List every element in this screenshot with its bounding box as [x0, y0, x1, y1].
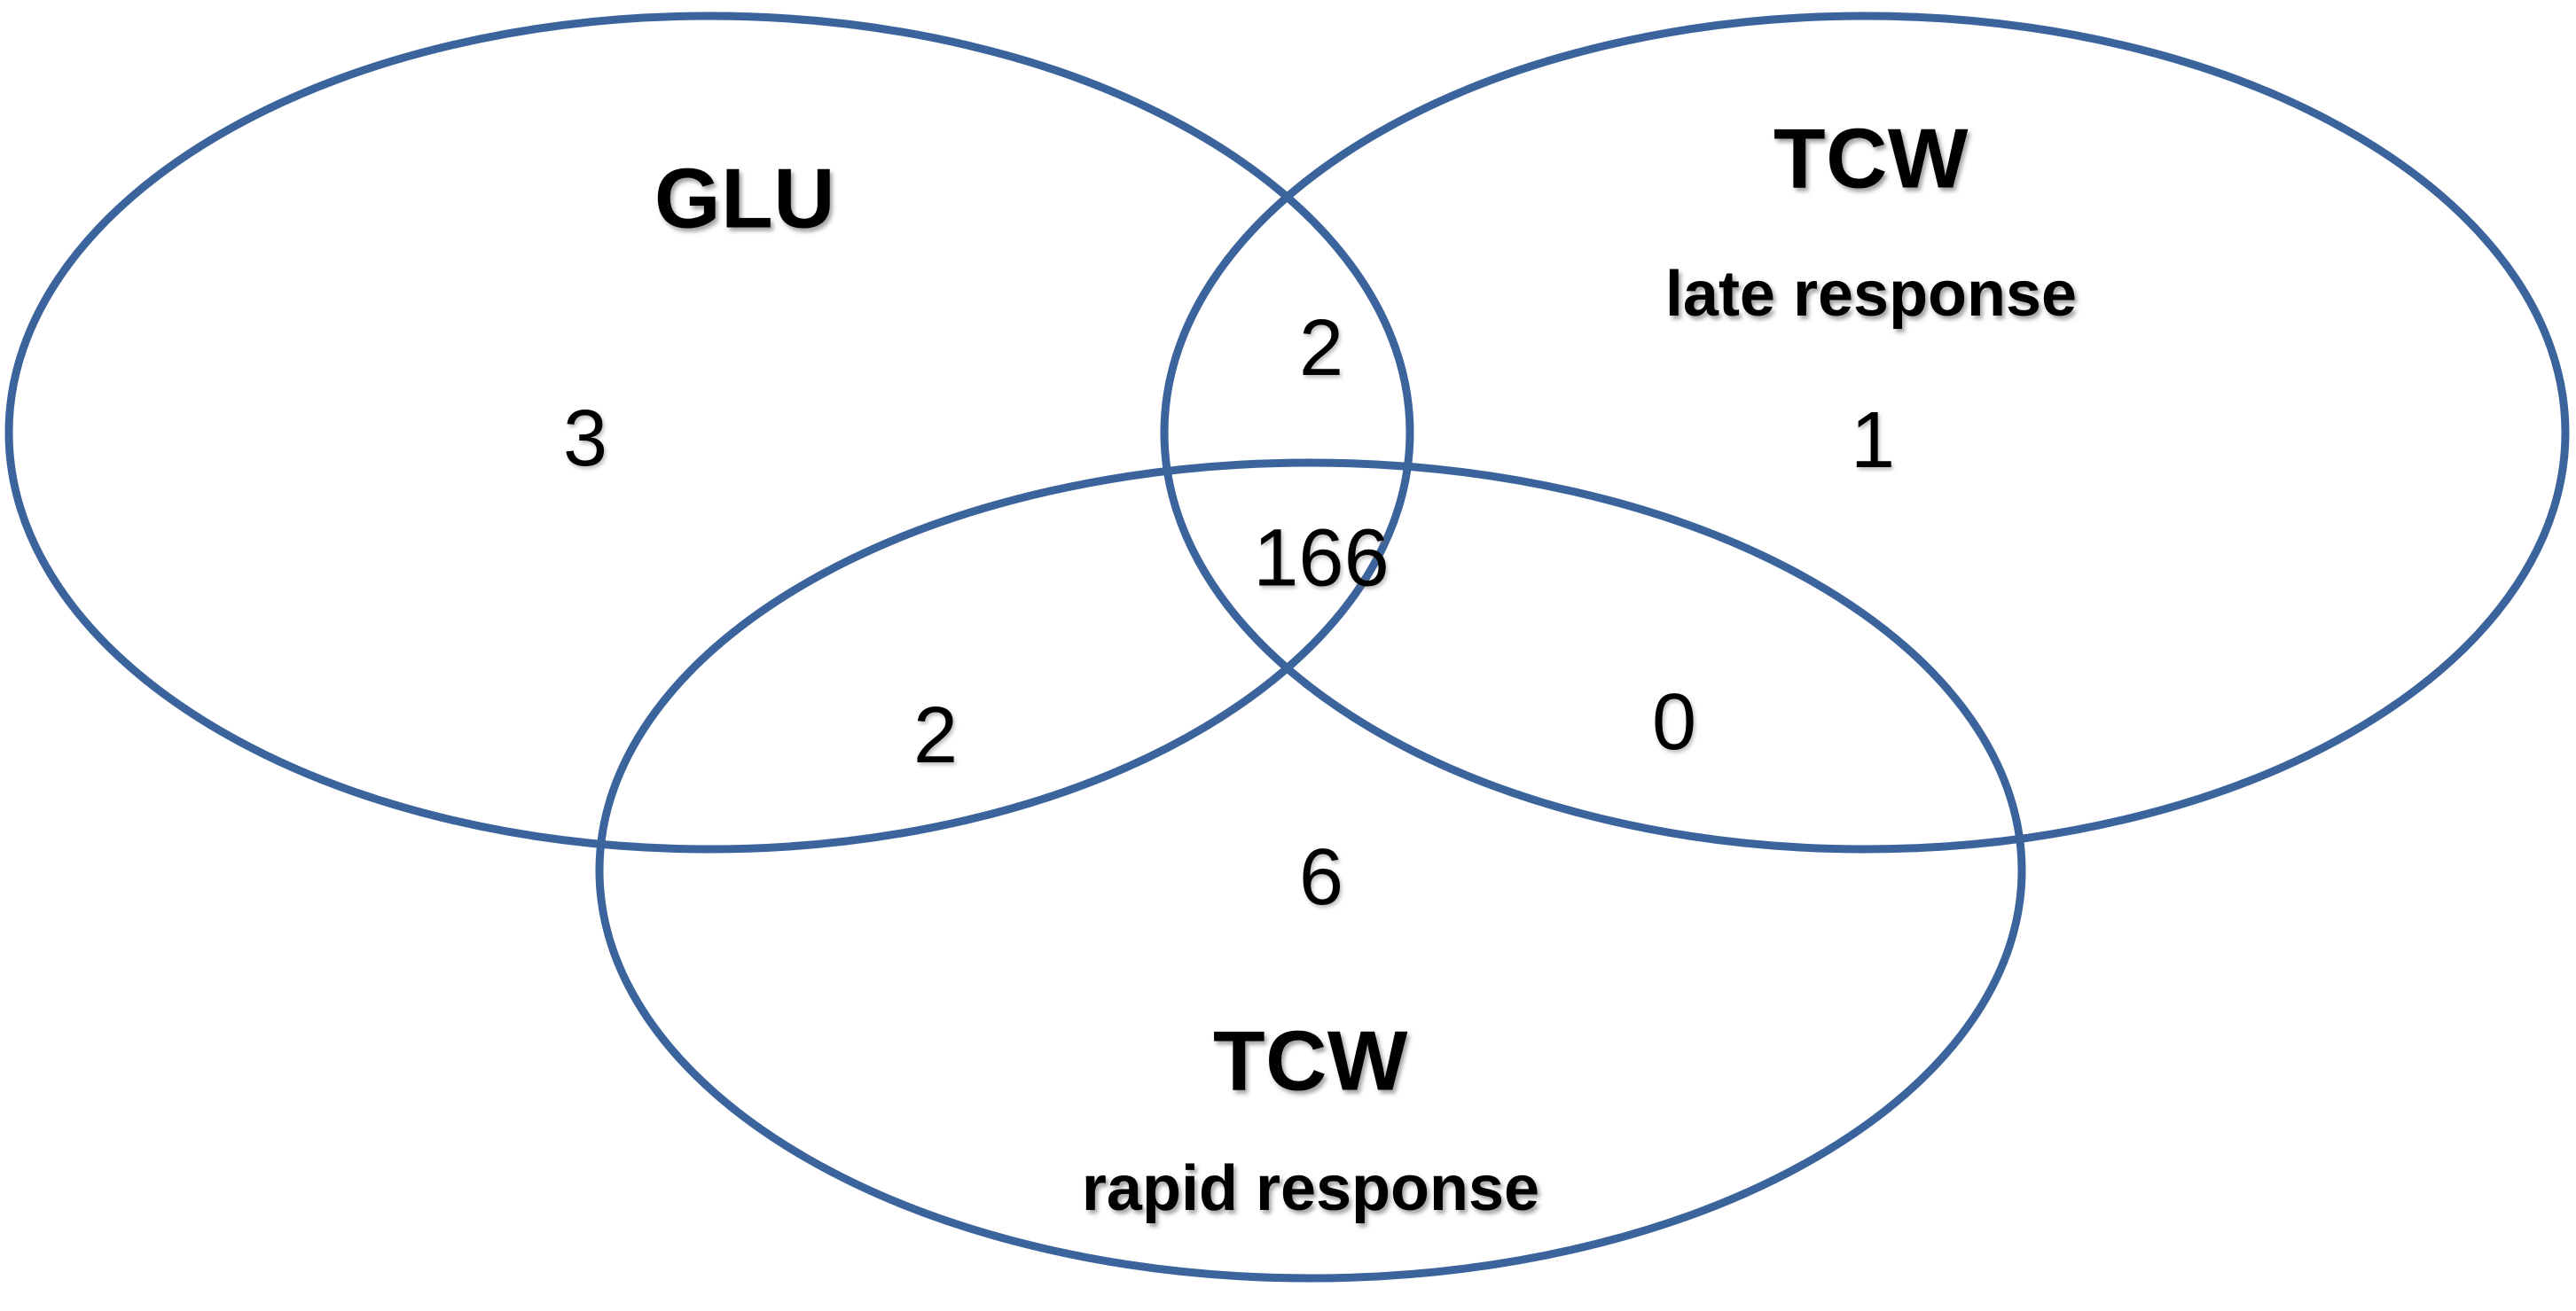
ellipse-tcw-late-response: [1160, 12, 2570, 854]
ellipse-glu: [4, 12, 1414, 854]
ellipse-tcw-rapid-response: [595, 458, 2026, 1283]
